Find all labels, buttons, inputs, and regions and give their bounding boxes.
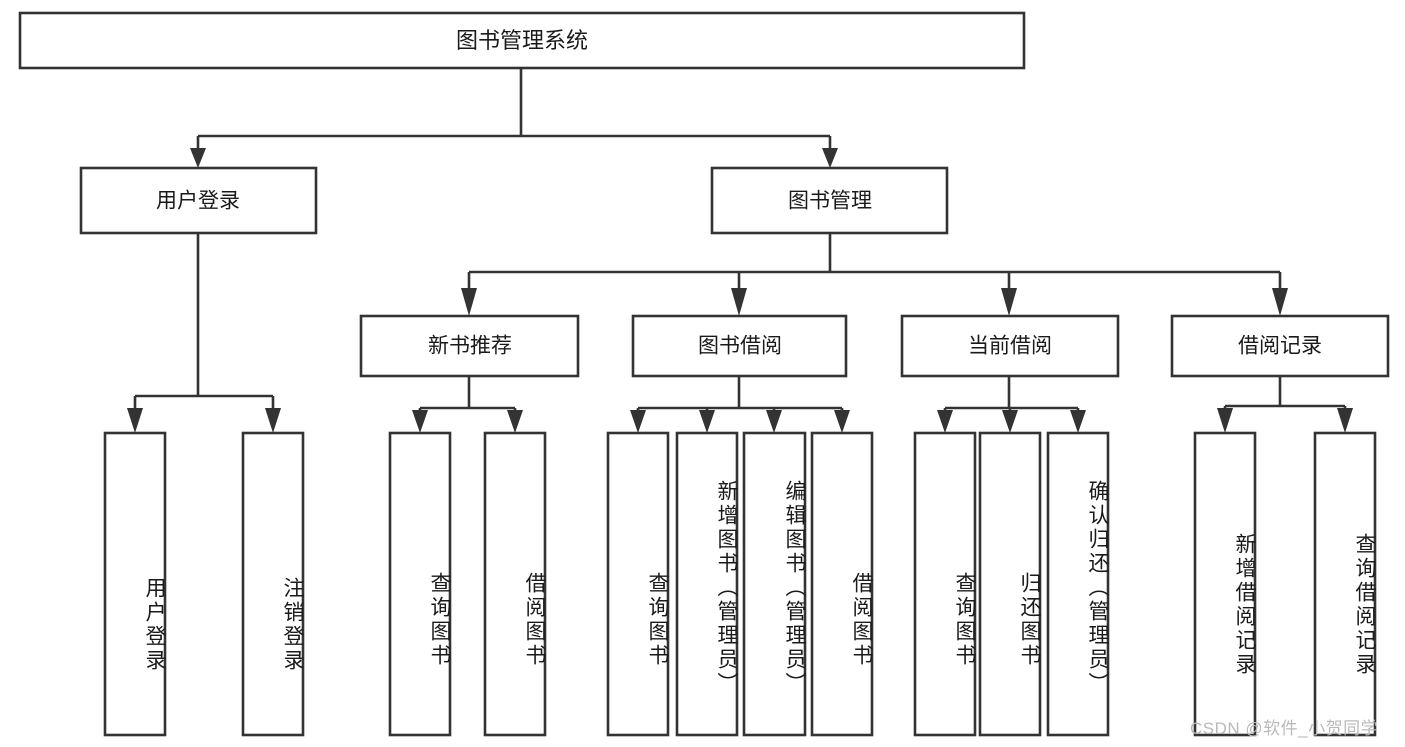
node-borrow-record-box[interactable] bbox=[1170, 314, 1390, 378]
node-root-box[interactable] bbox=[18, 11, 1026, 70]
leaf-box-borrow-record-1[interactable] bbox=[1313, 431, 1377, 737]
arrow-user-login-leaf2-icon bbox=[265, 408, 281, 433]
node-book-manage-label: 图书管理 bbox=[788, 190, 872, 213]
node-borrow-record-label: 借阅记录 bbox=[1238, 335, 1322, 358]
connectors-user-login-to-leaves bbox=[127, 233, 281, 433]
connectors-root-to-level2 bbox=[190, 68, 838, 168]
node-new-book-rec[interactable]: 新书推荐 bbox=[359, 314, 580, 378]
connectors-new-book-rec-to-leaves bbox=[412, 376, 523, 433]
leaf-box-borrow-record-0[interactable] bbox=[1193, 431, 1257, 737]
connectors-book-borrow-to-leaves bbox=[630, 376, 850, 433]
connectors-borrow-record-to-leaves bbox=[1217, 376, 1353, 433]
node-book-borrow[interactable]: 图书借阅 bbox=[631, 314, 848, 378]
arrow-book-borrow-leaf4-icon bbox=[834, 410, 850, 433]
node-book-borrow-box[interactable] bbox=[631, 314, 848, 378]
node-current-borrow-label: 当前借阅 bbox=[968, 335, 1052, 358]
arrow-to-current-borrow-icon bbox=[1001, 288, 1017, 316]
node-user-login[interactable]: 用户登录 bbox=[79, 166, 318, 235]
arrow-current-borrow-leaf3-icon bbox=[1070, 410, 1086, 433]
leaf-nodes-current-borrow[interactable] bbox=[913, 431, 1110, 737]
leaf-box-current-borrow-0[interactable] bbox=[913, 431, 977, 737]
connectors-book-manage-to-level3 bbox=[461, 233, 1288, 316]
node-new-book-rec-label: 新书推荐 bbox=[428, 335, 512, 358]
node-new-book-rec-box[interactable] bbox=[359, 314, 580, 378]
leaf-box-user-login-0[interactable] bbox=[103, 431, 167, 737]
arrow-current-borrow-leaf2-icon bbox=[1002, 410, 1018, 433]
node-borrow-record[interactable]: 借阅记录 bbox=[1170, 314, 1390, 378]
arrow-to-book-borrow-icon bbox=[731, 288, 747, 316]
node-current-borrow[interactable]: 当前借阅 bbox=[900, 314, 1120, 378]
arrow-root-to-book-manage-icon bbox=[822, 148, 838, 168]
leaf-box-book-borrow-3[interactable] bbox=[810, 431, 874, 737]
node-current-borrow-box[interactable] bbox=[900, 314, 1120, 378]
leaf-nodes-user-login[interactable] bbox=[103, 431, 305, 737]
leaf-box-current-borrow-2[interactable] bbox=[1046, 431, 1110, 737]
arrow-current-borrow-leaf1-icon bbox=[937, 410, 953, 433]
node-book-manage[interactable]: 图书管理 bbox=[710, 166, 949, 235]
leaf-box-book-borrow-2[interactable] bbox=[742, 431, 807, 737]
arrow-borrow-record-leaf2-icon bbox=[1337, 408, 1353, 433]
arrow-to-new-book-rec-icon bbox=[461, 288, 477, 316]
arrow-book-borrow-leaf3-icon bbox=[766, 410, 782, 433]
arrow-book-borrow-leaf2-icon bbox=[699, 410, 715, 433]
leaf-nodes-new-book-rec[interactable] bbox=[388, 431, 547, 737]
arrow-new-book-rec-leaf1-icon bbox=[412, 410, 428, 433]
node-user-login-box[interactable] bbox=[79, 166, 318, 235]
leaf-nodes-borrow-record[interactable] bbox=[1193, 431, 1377, 737]
connectors-current-borrow-to-leaves bbox=[937, 376, 1086, 433]
arrow-root-to-user-login-icon bbox=[190, 148, 206, 168]
node-root[interactable]: 图书管理系统 bbox=[18, 11, 1026, 70]
leaf-box-user-login-1[interactable] bbox=[241, 431, 305, 737]
arrow-user-login-leaf1-icon bbox=[127, 408, 143, 433]
node-book-borrow-label: 图书借阅 bbox=[698, 335, 782, 358]
node-user-login-label: 用户登录 bbox=[156, 190, 240, 213]
leaf-box-book-borrow-1[interactable] bbox=[675, 431, 739, 737]
arrow-borrow-record-leaf1-icon bbox=[1217, 408, 1233, 433]
leaf-box-book-borrow-0[interactable] bbox=[606, 431, 670, 737]
arrow-book-borrow-leaf1-icon bbox=[630, 410, 646, 433]
node-book-manage-box[interactable] bbox=[710, 166, 949, 235]
csdn-watermark: CSDN @软件_小贺同学 bbox=[1190, 719, 1379, 738]
arrow-to-borrow-record-icon bbox=[1272, 288, 1288, 316]
leaf-box-new-book-rec-0[interactable] bbox=[388, 431, 452, 737]
leaf-box-current-borrow-1[interactable] bbox=[978, 431, 1042, 737]
leaf-nodes-book-borrow[interactable] bbox=[606, 431, 874, 737]
node-root-label: 图书管理系统 bbox=[456, 28, 588, 53]
leaf-box-new-book-rec-1[interactable] bbox=[483, 431, 547, 737]
arrow-new-book-rec-leaf2-icon bbox=[507, 410, 523, 433]
